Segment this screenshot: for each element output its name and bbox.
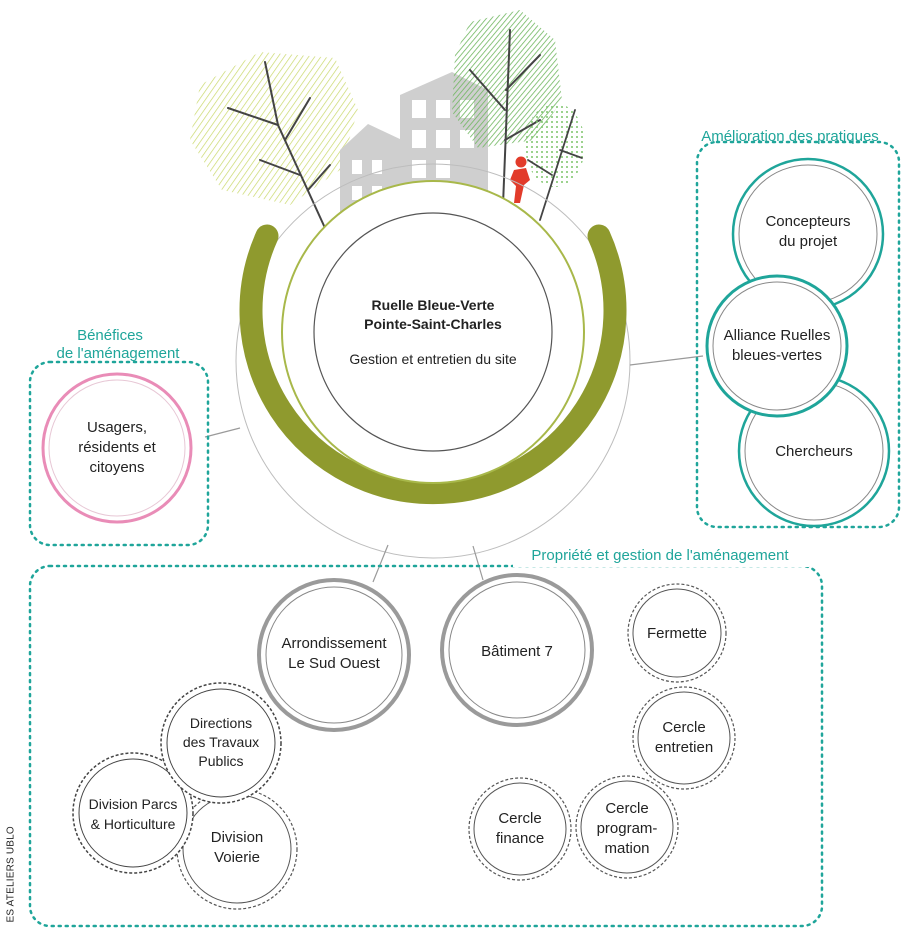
- cercle-entretien-inner-ring: [637, 691, 731, 785]
- division-voirie-line-2: Voierie: [214, 849, 260, 866]
- amelioration-label: Amélioration des pratiques: [701, 128, 879, 145]
- tree-branches-left: [227, 61, 331, 229]
- illustration: [190, 10, 585, 229]
- alliance-line-2: bleues-vertes: [732, 347, 822, 364]
- division-voirie-line-1: Division: [211, 829, 264, 846]
- outer-thin-ring: [235, 163, 631, 559]
- batiment-inner-ring: [448, 581, 586, 719]
- directions-circle: [160, 682, 282, 804]
- fermette-inner-ring: [632, 588, 722, 678]
- directions-line-3: Publics: [198, 753, 243, 769]
- division-parcs-line-2: & Horticulture: [91, 816, 176, 832]
- main-hub: Ruelle Bleue-Verte Pointe-Saint-Charles …: [235, 163, 631, 559]
- concepteurs-line-1: Concepteurs: [765, 213, 850, 230]
- alliance-line-1: Alliance Ruelles: [724, 327, 831, 344]
- fermette-circle: [627, 583, 727, 683]
- cercle-entretien-line-2: entretien: [655, 739, 713, 756]
- propriete-label-bg: [513, 545, 809, 567]
- division-parcs-inner-ring: [78, 758, 188, 868]
- directions-line-2: des Travaux: [183, 734, 259, 750]
- usagers-line-3: citoyens: [89, 459, 144, 476]
- propriete-label: Propriété et gestion de l'aménagement: [531, 547, 789, 564]
- cercle-programmation-line-2: program-: [597, 820, 658, 837]
- batiment-circle: [440, 573, 594, 727]
- usagers-line-2: résidents et: [78, 439, 156, 456]
- directions-line-1: Directions: [190, 715, 252, 731]
- cercle-entretien-circle: [632, 686, 736, 790]
- group-propriete: Propriété et gestion de l'aménagement Ar…: [28, 545, 824, 928]
- olive-arc: [239, 224, 627, 505]
- arrondissement-line-2: Le Sud Ouest: [288, 655, 381, 672]
- tree-canopy-yellow: [190, 52, 358, 205]
- center-subtitle: Gestion et entretien du site: [349, 351, 517, 367]
- arrondissement-circle: [257, 578, 411, 732]
- division-parcs-circle: [72, 752, 194, 874]
- cercle-entretien-line-1: Cercle: [662, 719, 705, 736]
- tree-canopy-green: [452, 10, 562, 148]
- cercle-finance-inner-ring: [473, 782, 567, 876]
- alliance-circle: [705, 274, 849, 418]
- cercle-finance-circle: [468, 777, 572, 881]
- person-icon: [510, 156, 530, 203]
- amelioration-frame: [695, 140, 901, 529]
- concepteurs-line-2: du projet: [779, 233, 838, 250]
- alliance-inner-ring: [712, 281, 842, 411]
- group-amelioration: Amélioration des pratiques Concepteurs d…: [695, 128, 901, 529]
- usagers-circle: [41, 372, 193, 524]
- cercle-programmation-inner-ring: [580, 780, 674, 874]
- center-circle: [313, 212, 553, 452]
- cercle-programmation-circle: [575, 775, 679, 879]
- division-parcs-line-1: Division Parcs: [89, 796, 178, 812]
- center-title-2: Pointe-Saint-Charles: [364, 316, 502, 332]
- benefices-label-1: Bénéfices: [77, 327, 143, 344]
- tree-branches-small: [527, 109, 583, 221]
- fermette-line-1: Fermette: [647, 625, 707, 642]
- group-benefices: Bénéfices de l'aménagement Usagers, rési…: [28, 327, 210, 547]
- cercle-finance-line-2: finance: [496, 830, 544, 847]
- cercle-finance-line-1: Cercle: [498, 810, 541, 827]
- benefices-frame: [28, 360, 210, 547]
- usagers-inner-ring: [48, 379, 186, 517]
- batiment-line-1: Bâtiment 7: [481, 643, 553, 660]
- usagers-line-1: Usagers,: [87, 419, 147, 436]
- arrondissement-inner-ring: [265, 586, 403, 724]
- chercheurs-line-1: Chercheurs: [775, 443, 853, 460]
- cercle-programmation-line-1: Cercle: [605, 800, 648, 817]
- cercle-programmation-line-3: mation: [604, 840, 649, 857]
- benefices-label-2: de l'aménagement: [57, 345, 181, 362]
- photo-credit: ES ATELIERS UBLO: [5, 826, 17, 923]
- connectors: [204, 355, 704, 583]
- arrondissement-line-1: Arrondissement: [281, 635, 387, 652]
- center-title-1: Ruelle Bleue-Verte: [372, 297, 495, 313]
- directions-inner-ring: [166, 688, 276, 798]
